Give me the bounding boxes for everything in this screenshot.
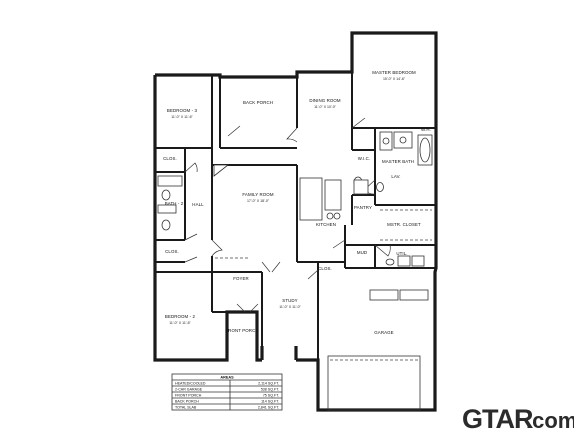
areas-table-header: AREAS [220, 376, 234, 380]
kitchen-label: KITCHEN [316, 222, 336, 227]
study-label: STUDY [282, 298, 297, 303]
back-porch-label: BACK PORCH [243, 100, 273, 105]
master-bath-label: MASTER BATH [382, 159, 414, 164]
water-heater-label: W.H. [421, 127, 431, 132]
study-size: 11'-0" X 11'-0" [279, 305, 301, 309]
master-bedroom-size: 15'-0" X 14'-6" [383, 77, 406, 81]
bedroom3-size: 11'-0" X 11'-6" [171, 115, 193, 119]
areas-row-label: BACK PORCH [175, 400, 199, 404]
bedroom2-label: BEDROOM - 2 [165, 314, 196, 319]
lav-label: LAV. [391, 174, 400, 179]
dining-label: DINING ROOM [309, 98, 341, 103]
areas-row-value: 114 SQ.FT. [261, 400, 279, 404]
interior-walls [155, 72, 436, 360]
family-label: FAMILY ROOM [242, 192, 273, 197]
logo-suffix: .com [526, 408, 574, 430]
family-size: 17'-0" X 18'-0" [247, 199, 270, 203]
bath2-label: BATH - 2 [165, 201, 184, 206]
front-porch-label: FRONT PORCH [225, 328, 258, 333]
wic-label: W.I.C. [358, 156, 371, 161]
garage-label: GARAGE [374, 330, 393, 335]
areas-row-value: 75 SQ.FT. [263, 394, 279, 398]
gtar-logo: GTAR .com [462, 406, 574, 430]
logo-brand: GTAR [462, 406, 533, 430]
areas-row-label: HEATED/COOLED [175, 382, 206, 386]
bedroom3-label: BEDROOM - 3 [167, 108, 198, 113]
areas-table: AREAS HEATED/COOLED 2,114 SQ.FT. 2-CAR G… [171, 373, 283, 411]
master-bedroom-label: MASTER BEDROOM [372, 70, 416, 75]
bedroom2-size: 11'-0" X 11'-6" [169, 321, 191, 325]
room-labels: MASTER BEDROOM 15'-0" X 14'-6" BEDROOM -… [163, 70, 431, 335]
mud-label: MUD [357, 250, 367, 255]
closet2-label: CLOS. [165, 249, 179, 254]
fixtures [157, 131, 433, 411]
areas-row-label: TOTAL SLAB [175, 406, 197, 410]
closet3-label: CLOS. [318, 266, 332, 271]
areas-row-label: FRONT PORCH [175, 394, 202, 398]
areas-row-label: 2-CAR GARAGE [175, 388, 203, 392]
utility-label: UTIL. [396, 251, 407, 256]
dining-size: 11'-0" X 10'-0" [314, 105, 337, 109]
pantry-label: PANTRY [354, 205, 372, 210]
areas-row-value: 2,114 SQ.FT. [258, 382, 279, 386]
areas-row-value: 2,841 SQ.FT. [258, 406, 279, 410]
foyer-label: FOYER [233, 276, 249, 281]
closet1-label: CLOS. [163, 156, 177, 161]
areas-row-value: 538 SQ.FT. [261, 388, 279, 392]
master-closet-label: MSTR. CLOSET [387, 222, 421, 227]
hall-label: HALL [192, 202, 204, 207]
